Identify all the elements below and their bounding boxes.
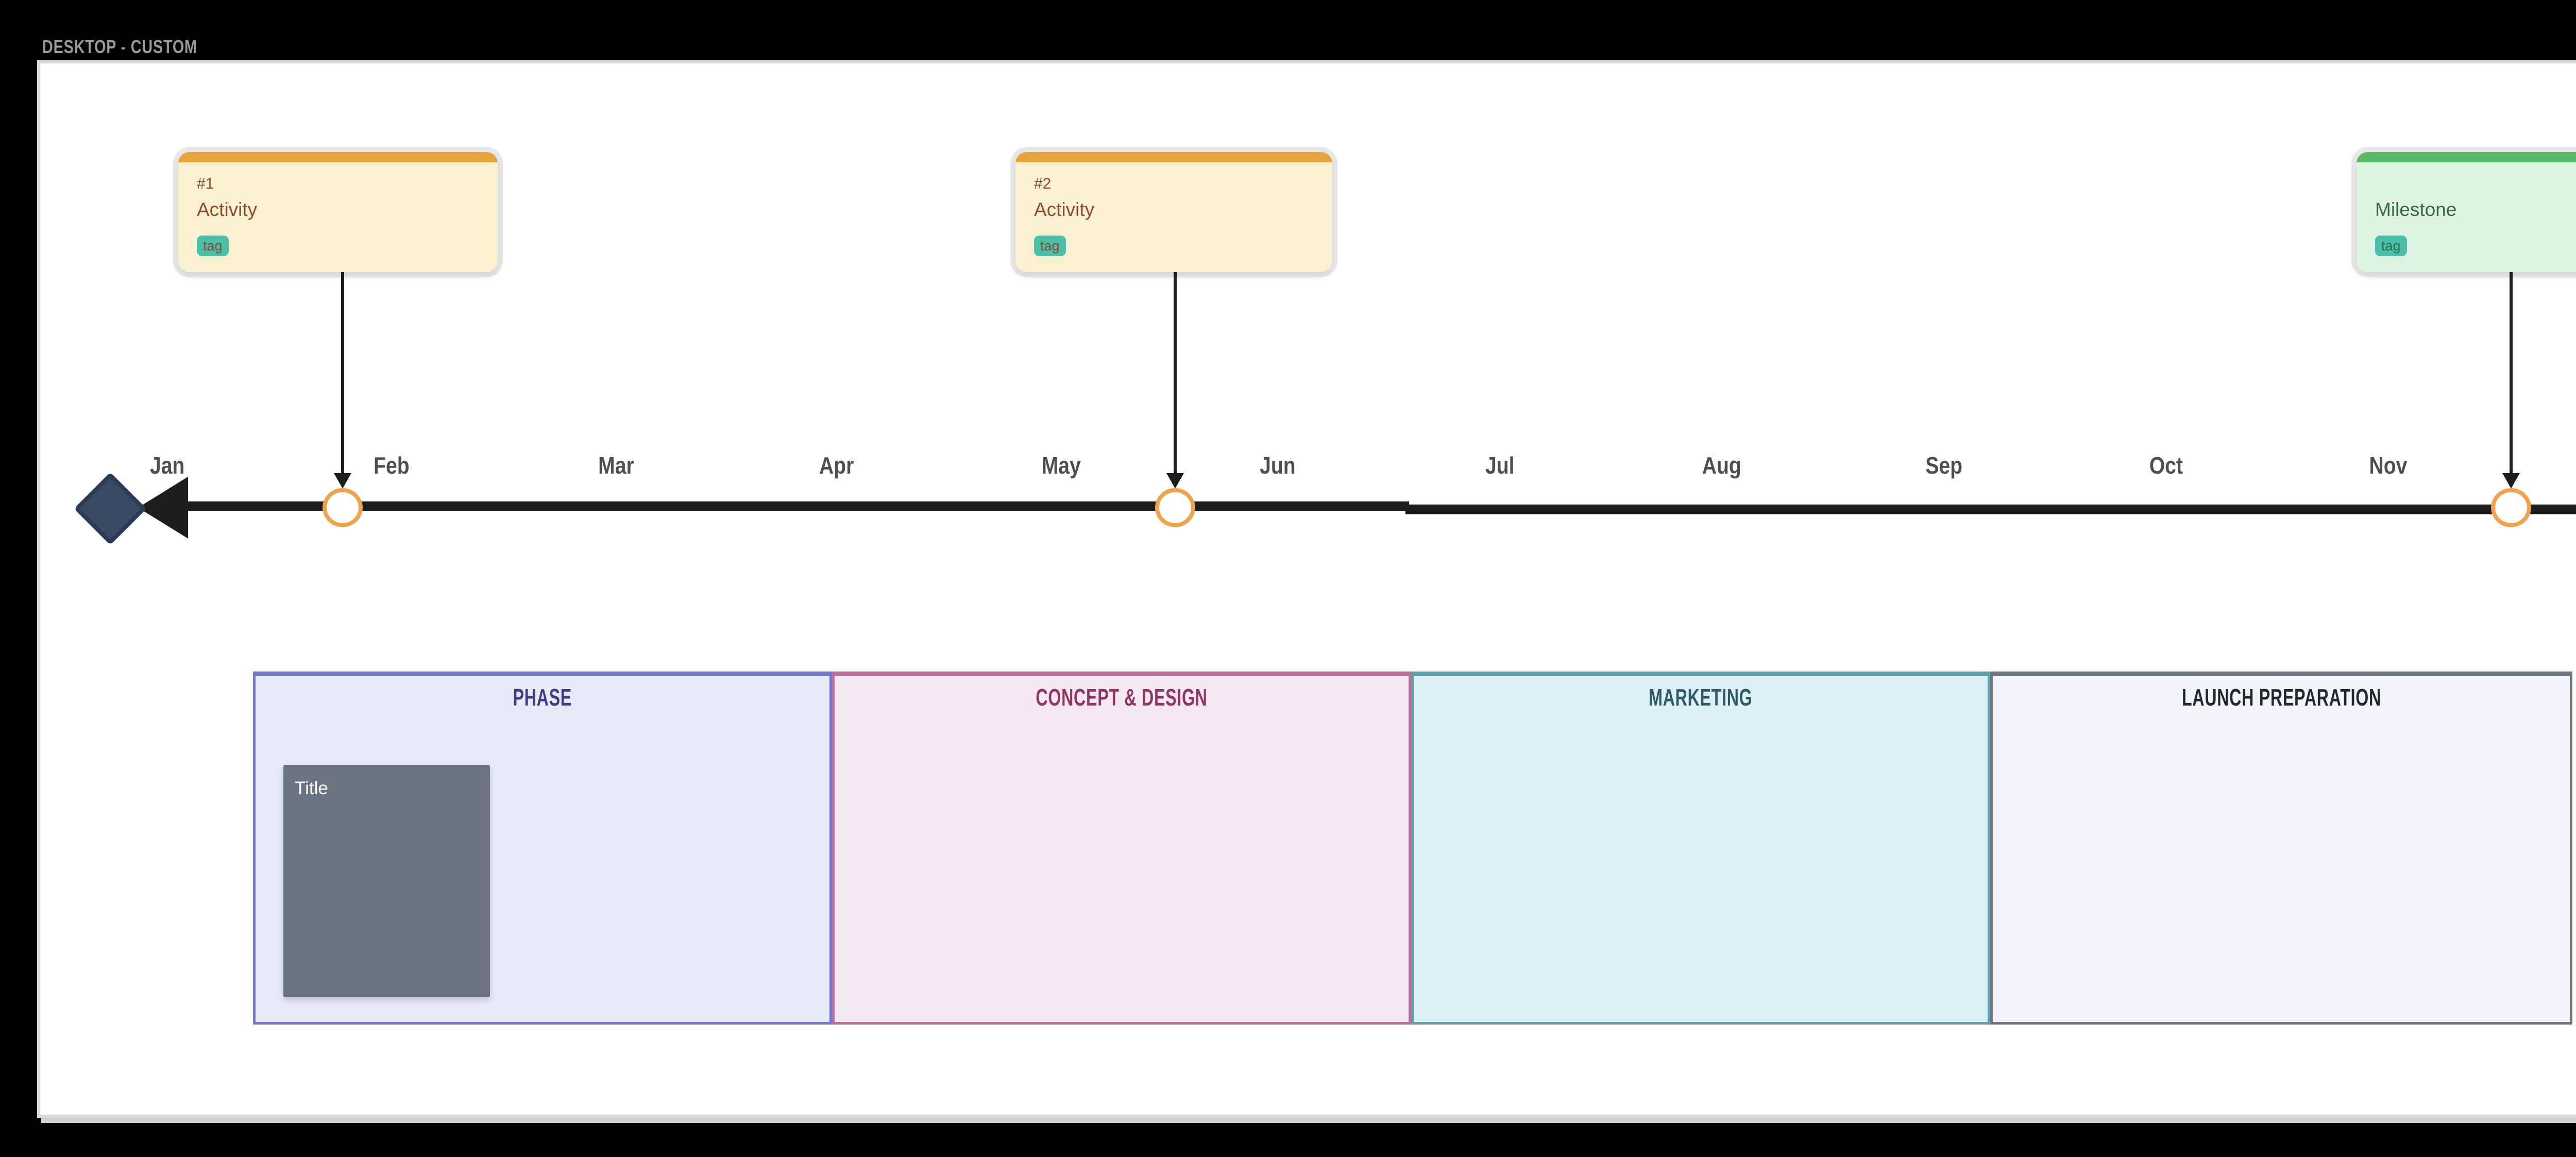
card-color-bar — [1015, 152, 1332, 162]
phase-header: MARKETING — [1649, 684, 1753, 711]
timeline-marker-circle-1[interactable] — [323, 488, 363, 527]
frame-label: DESKTOP - CUSTOM — [42, 36, 197, 57]
card-title: Activity — [197, 199, 258, 220]
timeline-marker-circle-2[interactable] — [1155, 488, 1195, 527]
tag-badge[interactable]: tag — [2375, 236, 2407, 256]
phase-header: LAUNCH PREPARATION — [2181, 684, 2381, 711]
tag-badge[interactable]: tag — [1034, 236, 1066, 256]
month-label-apr: Apr — [819, 452, 854, 479]
month-label-aug: Aug — [1702, 452, 1741, 479]
arrow-down-icon — [1166, 473, 1184, 489]
phase-section-marketing[interactable]: MARKETING — [1411, 672, 1990, 1025]
timeline-bar-right — [1405, 505, 2576, 514]
timeline-marker-circle-3[interactable] — [2491, 488, 2531, 527]
phase-header: CONCEPT & DESIGN — [1036, 684, 1208, 711]
card-color-bar — [178, 152, 498, 162]
phase-item-title-card[interactable]: Title — [283, 765, 490, 997]
month-label-jan: Jan — [150, 452, 185, 479]
connector-arrow-3 — [2510, 272, 2513, 475]
month-label-jul: Jul — [1485, 452, 1515, 479]
month-label-feb: Feb — [374, 452, 410, 479]
card-number — [2375, 175, 2576, 193]
card-title: Activity — [1034, 199, 1095, 220]
card-color-bar — [2357, 152, 2576, 162]
arrow-down-icon — [2502, 473, 2520, 489]
timeline-start-arrowhead-icon — [138, 477, 188, 539]
card-number: #2 — [1034, 175, 1052, 192]
phase-section-launch-preparation[interactable]: LAUNCH PREPARATION — [1990, 672, 2572, 1025]
connector-arrow-2 — [1174, 272, 1177, 475]
month-label-mar: Mar — [598, 452, 634, 479]
timeline-bar-left — [178, 501, 1409, 511]
card-number: #1 — [197, 175, 214, 192]
month-label-sep: Sep — [1925, 452, 1962, 479]
month-label-may: May — [1041, 452, 1081, 479]
month-label-jun: Jun — [1260, 452, 1296, 479]
arrow-down-icon — [334, 473, 351, 489]
activity-card-2[interactable]: #2 Activity tag — [1015, 152, 1332, 272]
phase-section-concept-design[interactable]: CONCEPT & DESIGN — [832, 672, 1411, 1025]
month-label-nov: Nov — [2369, 452, 2407, 479]
milestone-card[interactable]: Milestone tag — [2357, 152, 2576, 272]
card-title: Milestone — [2375, 199, 2457, 220]
activity-card-1[interactable]: #1 Activity tag — [178, 152, 498, 272]
month-label-oct: Oct — [2149, 452, 2183, 479]
phase-header: PHASE — [513, 684, 572, 711]
title-card-label: Title — [295, 778, 328, 798]
connector-arrow-1 — [341, 272, 344, 475]
month-label-dec: Dec — [2533, 451, 2576, 479]
tag-badge[interactable]: tag — [197, 236, 229, 256]
